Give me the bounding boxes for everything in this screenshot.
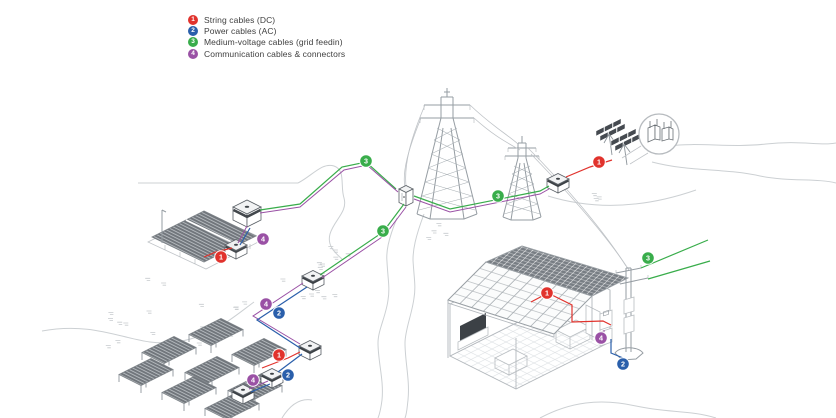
grass-mark — [316, 262, 322, 266]
grass-mark — [280, 278, 286, 282]
svg-text:4: 4 — [251, 376, 255, 385]
pylon-small — [502, 136, 542, 221]
grass-mark — [233, 306, 239, 310]
grass-mark — [436, 223, 442, 227]
svg-text:4: 4 — [261, 235, 265, 244]
tv-screen — [460, 313, 486, 341]
array-transformer-station — [231, 198, 263, 229]
carport-array — [118, 318, 287, 418]
magnifier-detail — [621, 113, 680, 165]
grass-mark — [443, 232, 449, 236]
utility-pole — [614, 265, 649, 361]
svg-text:1: 1 — [219, 253, 223, 262]
svg-text:4: 4 — [264, 300, 268, 309]
grass-mark — [431, 230, 437, 234]
grass-mark — [426, 237, 432, 240]
badge-dc-trackers: 1 — [592, 155, 606, 169]
svg-text:2: 2 — [286, 371, 290, 380]
terrain-contours — [41, 142, 836, 418]
mv-transformer-box — [398, 185, 414, 207]
badge-mv-pole: 3 — [641, 251, 655, 265]
tracker-inverter — [546, 172, 570, 194]
grass-mark — [320, 263, 325, 267]
legend-label: Power cables (AC) — [204, 26, 277, 37]
tv-cabinet — [457, 326, 489, 351]
legend-dot-2: 2 — [188, 26, 198, 37]
legend-label: String cables (DC) — [204, 14, 276, 25]
grass-mark — [591, 193, 597, 197]
roof-back-plane — [484, 245, 630, 297]
grass-mark — [198, 303, 204, 307]
badge-mv-array-to-station: 3 — [359, 154, 373, 168]
tracker-panels-2 — [610, 128, 641, 166]
svg-text:3: 3 — [496, 192, 500, 201]
grass-mark — [300, 296, 306, 300]
badge-ac-carport: 2 — [272, 306, 286, 320]
grass-mark — [242, 301, 248, 305]
grass-mark — [317, 266, 323, 270]
pylon-large — [416, 88, 478, 220]
solar-array-field — [147, 209, 265, 270]
legend-dot-4: 4 — [188, 48, 198, 59]
grass-mark — [146, 310, 152, 314]
svg-text:3: 3 — [646, 254, 650, 263]
svg-text:3: 3 — [381, 227, 385, 236]
badge-mv-to-right-inverter: 3 — [491, 189, 505, 203]
grass-mark — [309, 293, 314, 297]
grass-mark — [196, 342, 202, 346]
svg-text:2: 2 — [277, 309, 281, 318]
grass-mark — [332, 294, 338, 298]
badge-dc-left-array: 1 — [214, 250, 228, 264]
badge-ac-house: 2 — [616, 357, 630, 371]
legend-item-blue: 2 Power cables (AC) — [188, 25, 345, 37]
badge-mv-station-branch: 3 — [376, 224, 390, 238]
svg-text:1: 1 — [545, 289, 549, 298]
svg-text:2: 2 — [621, 360, 625, 369]
svg-text:1: 1 — [277, 351, 281, 360]
grass-mark — [161, 282, 167, 286]
grass-mark — [593, 198, 599, 202]
grass-mark — [123, 322, 129, 326]
svg-text:3: 3 — [364, 157, 368, 166]
kitchen-units — [494, 304, 601, 376]
grass-mark — [314, 290, 320, 294]
legend: 1 String cables (DC) 2 Power cables (AC) 3 Me… — [188, 14, 345, 60]
badge-dc-house: 1 — [540, 286, 554, 300]
grass-mark — [596, 196, 602, 200]
grass-mark — [108, 318, 113, 321]
badge-comm-house: 4 — [594, 331, 608, 345]
grass-marks — [105, 193, 602, 349]
badge-dc-carport: 1 — [272, 348, 286, 362]
legend-item-red: 1 String cables (DC) — [188, 14, 345, 25]
grass-mark — [105, 345, 111, 349]
svg-text:4: 4 — [599, 334, 603, 343]
grass-mark — [150, 332, 156, 335]
legend-dot-1: 1 — [188, 14, 198, 25]
legend-label: Communication cables & connectors — [204, 48, 346, 59]
grass-mark — [117, 321, 123, 325]
legend-item-green: 3 Medium-voltage cables (grid feedin) — [188, 37, 345, 48]
grass-mark — [115, 340, 121, 344]
grass-mark — [332, 249, 338, 253]
badge-comm-left-array: 4 — [256, 232, 270, 246]
badge-ac-carport-2: 2 — [281, 368, 295, 382]
grass-mark — [321, 296, 327, 300]
legend-item-purple: 4 Communication cables & connectors — [188, 48, 345, 59]
house — [447, 245, 630, 390]
legend-dot-3: 3 — [188, 37, 198, 48]
svg-text:1: 1 — [597, 158, 601, 167]
badge-comm-carport: 4 — [259, 297, 273, 311]
carport-junction-inverter — [298, 339, 322, 361]
grass-mark — [108, 312, 114, 315]
badge-comm-carport-2: 4 — [246, 373, 260, 387]
legend-label: Medium-voltage cables (grid feedin) — [204, 37, 343, 48]
grid-wires — [403, 104, 630, 271]
grass-mark — [145, 277, 151, 281]
grass-mark — [328, 246, 334, 250]
grass-mark — [333, 256, 339, 260]
